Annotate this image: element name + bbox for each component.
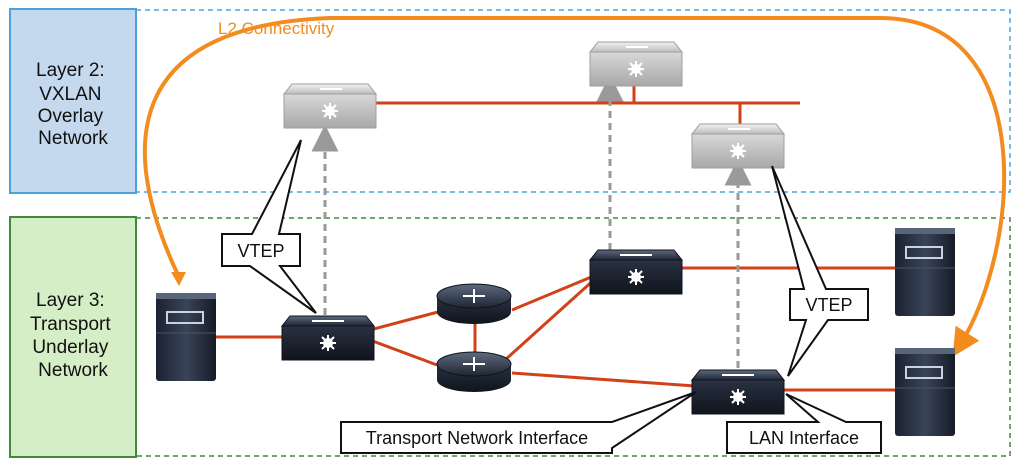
server-right-bottom (895, 348, 955, 436)
l2-connectivity-arc (142, 16, 1007, 357)
transport-switch-right (690, 369, 786, 415)
virtual-switch-icon (320, 88, 342, 119)
server-icon (905, 246, 943, 259)
vtep-right-label: VTEP (805, 295, 852, 315)
switch-icon (722, 374, 754, 405)
server-icon (166, 311, 204, 324)
transport-switch-top (588, 249, 684, 295)
overlay-switch-right (690, 123, 786, 169)
vtep-mapping-arrows (311, 74, 752, 368)
lan-interface-callout: LAN Interface (726, 393, 882, 454)
l2-label-panel (9, 8, 137, 194)
l3-layer-label: Layer 3: Transport Underlay Network (30, 290, 116, 381)
transport-interface-callout: Transport Network Interface (340, 391, 697, 454)
switch-icon (312, 320, 344, 351)
router-top (436, 283, 512, 324)
lan-interface-label: LAN Interface (749, 428, 859, 448)
transport-switch-left (280, 315, 376, 361)
switch-icon (620, 254, 652, 285)
server-left (156, 293, 216, 381)
l3-underlay-region (135, 217, 1011, 457)
l3-label-panel (9, 216, 137, 458)
router-icon (463, 289, 485, 303)
virtual-switch-icon (626, 46, 648, 77)
underlay-links (215, 266, 896, 392)
router-icon (463, 357, 485, 371)
l2-arc-start-arrowhead (171, 272, 186, 286)
transport-interface-label: Transport Network Interface (366, 428, 588, 448)
overlay-links (365, 80, 800, 125)
overlay-switch-top (588, 41, 684, 87)
vtep-callout-right: VTEP (771, 165, 869, 377)
l2-overlay-region (135, 9, 1011, 193)
server-right-top (895, 228, 955, 316)
l2-layer-label: Layer 2: VXLAN Overlay Network (36, 60, 110, 149)
l2-connectivity-label: L2 Connectivity (218, 19, 335, 38)
vtep-callout-left: VTEP (221, 139, 317, 314)
overlay-switch-left (282, 83, 378, 129)
vtep-left-label: VTEP (237, 241, 284, 261)
router-bottom (436, 351, 512, 392)
server-icon (905, 366, 943, 379)
virtual-switch-icon (728, 128, 750, 159)
